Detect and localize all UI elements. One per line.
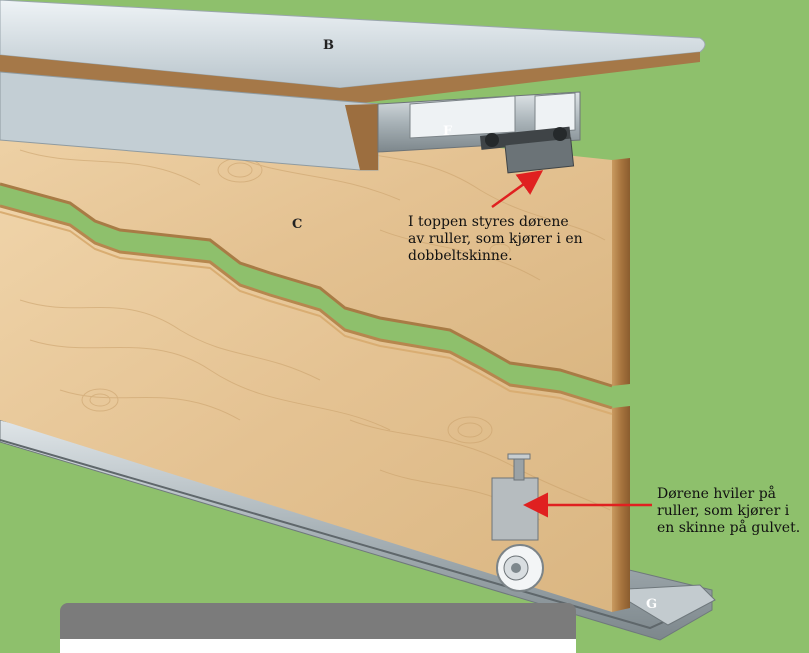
label-c: C — [292, 217, 302, 232]
top-double-rail — [377, 91, 581, 174]
caption-panel — [60, 603, 576, 653]
upper-door — [0, 95, 630, 388]
top-callout-text: I toppen styres dørene av ruller, som kj… — [408, 214, 583, 264]
bottom-roller — [491, 453, 544, 592]
lower-door — [0, 204, 630, 612]
label-g: G — [646, 597, 657, 612]
label-b: B — [323, 38, 334, 53]
top-roller — [479, 126, 575, 174]
top-board — [0, 0, 706, 171]
bottom-callout-text: Dørene hviler på ruller, som kjører i en… — [657, 486, 801, 536]
caption-panel-body — [60, 639, 576, 653]
top-callout-arrow — [491, 170, 544, 209]
label-f: F — [443, 124, 453, 139]
